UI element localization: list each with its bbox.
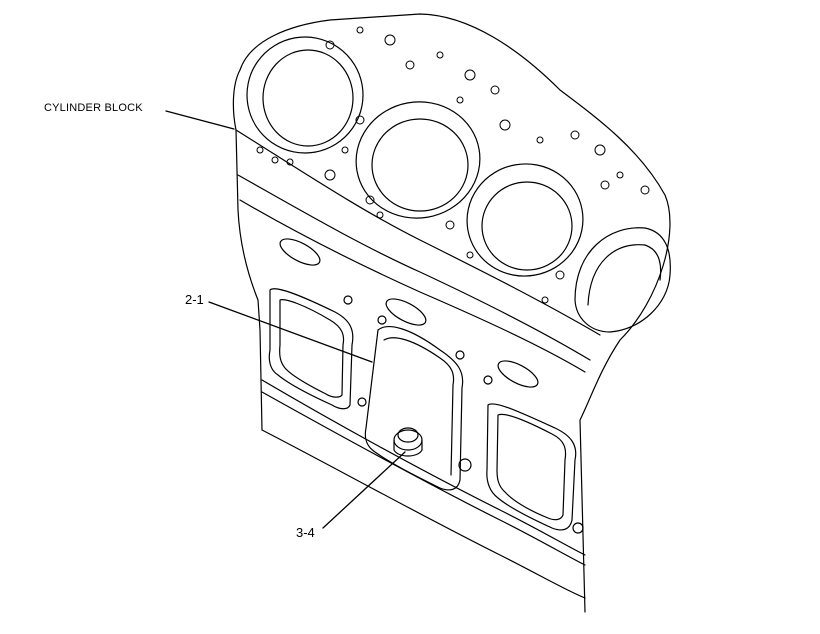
lower-rail-3: [261, 429, 586, 599]
deck-edge-lower: [237, 174, 591, 361]
lower-rail: [261, 379, 586, 556]
cover-plate-inner: [383, 337, 455, 476]
leader-3-4: [322, 451, 406, 529]
drain-plug: [393, 427, 423, 457]
callout-cylinder-block: CYLINDER BLOCK: [44, 102, 143, 114]
cover-bolt-left: [357, 397, 367, 407]
cover-plate: [364, 326, 464, 491]
block-outline: [232, 13, 671, 613]
deck-edge-rail: [239, 199, 586, 373]
leader-2-1: [208, 301, 373, 363]
cover-bolt-bottom: [458, 458, 472, 472]
deck-holes: [256, 26, 650, 304]
cylinder-bores: [246, 36, 671, 333]
leader-cylinder-block: [165, 110, 235, 130]
cover-bolt-top: [377, 315, 387, 325]
callout-part-3-4: 3-4: [296, 525, 315, 540]
callout-part-2-1: 2-1: [185, 292, 204, 307]
lower-rail-2: [261, 391, 586, 566]
side-openings: [268, 238, 584, 534]
deck-edge: [235, 129, 601, 336]
